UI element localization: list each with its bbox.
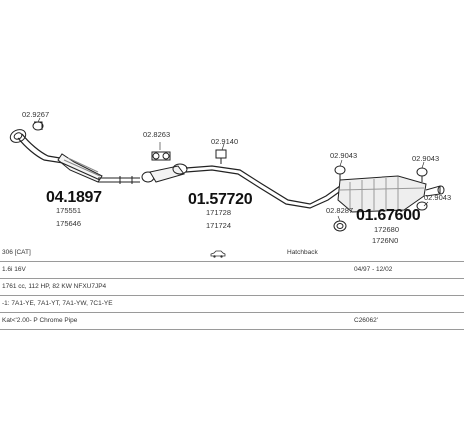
hanger-02-9043-a <box>334 165 346 180</box>
part-code-02-9140: 02.9140 <box>211 137 239 146</box>
car-icon <box>210 249 226 260</box>
middle-silencer <box>149 165 185 183</box>
info-row-engine: 1.6i 16V 04/97 - 12/02 <box>0 262 464 279</box>
clamp-02-8263 <box>151 151 171 161</box>
hanger-02-9140 <box>215 149 227 164</box>
vehicle-engine: 1.6i 16V <box>2 266 26 273</box>
vehicle-body: Hatchback <box>287 249 318 256</box>
main-part-ref: 1726N0 <box>372 236 399 245</box>
vehicle-years: 04/97 - 12/02 <box>354 266 393 273</box>
part-code-02-9043-a: 02.9043 <box>330 151 358 160</box>
clamp-02-8287 <box>333 220 347 232</box>
part-code-02-9043-c: 02.9043 <box>424 193 452 202</box>
catalytic-converter <box>57 153 103 183</box>
main-part-number: 01.57720 <box>188 191 253 208</box>
main-part-ref: 175646 <box>56 219 82 228</box>
part-code-02-8287: 02.8287 <box>326 206 354 215</box>
vehicle-specs: 1761 cc, 112 HP, 82 KW NFXU7JP4 <box>2 283 107 290</box>
rear-silencer <box>337 175 427 213</box>
main-part-ref: 171728 <box>206 208 232 217</box>
main-part-ref: 171724 <box>206 221 232 230</box>
vehicle-codes: -1: 7A1-YE, 7A1-YT, 7A1-YW, 7C1-YE <box>2 300 113 307</box>
main-part-number: 01.67600 <box>356 207 421 224</box>
clamp-02-9267 <box>32 121 44 131</box>
part-code-02-9043-b: 02.9043 <box>412 154 440 163</box>
vehicle-model: 306 [CAT] <box>2 249 31 256</box>
part-code-02-8263: 02.8263 <box>143 130 171 139</box>
hanger-02-9043-c <box>416 201 428 211</box>
front-flange <box>9 129 27 143</box>
exhaust-diagram: 02.9267 02.8263 02.9140 02.9043 02.9043 … <box>9 110 452 245</box>
info-row-specs: 1761 cc, 112 HP, 82 KW NFXU7JP4 <box>0 279 464 296</box>
main-part-ref: 175551 <box>56 206 82 215</box>
part-code-02-9267: 02.9267 <box>22 110 50 119</box>
hanger-02-9043-b <box>416 167 428 182</box>
info-row-kit: Kat<'2.00- P Chrome Pipe C26062' <box>0 313 464 330</box>
vehicle-kit: Kat<'2.00- P Chrome Pipe <box>2 317 78 324</box>
main-part-ref: 172680 <box>374 225 400 234</box>
exhaust-drawing <box>9 117 445 232</box>
info-row-codes: -1: 7A1-YE, 7A1-YT, 7A1-YW, 7C1-YE <box>0 296 464 313</box>
vehicle-kit-code: C26062' <box>354 317 379 324</box>
main-part-number: 04.1897 <box>46 189 102 206</box>
info-row-model: 306 [CAT] Hatchback <box>0 245 464 262</box>
